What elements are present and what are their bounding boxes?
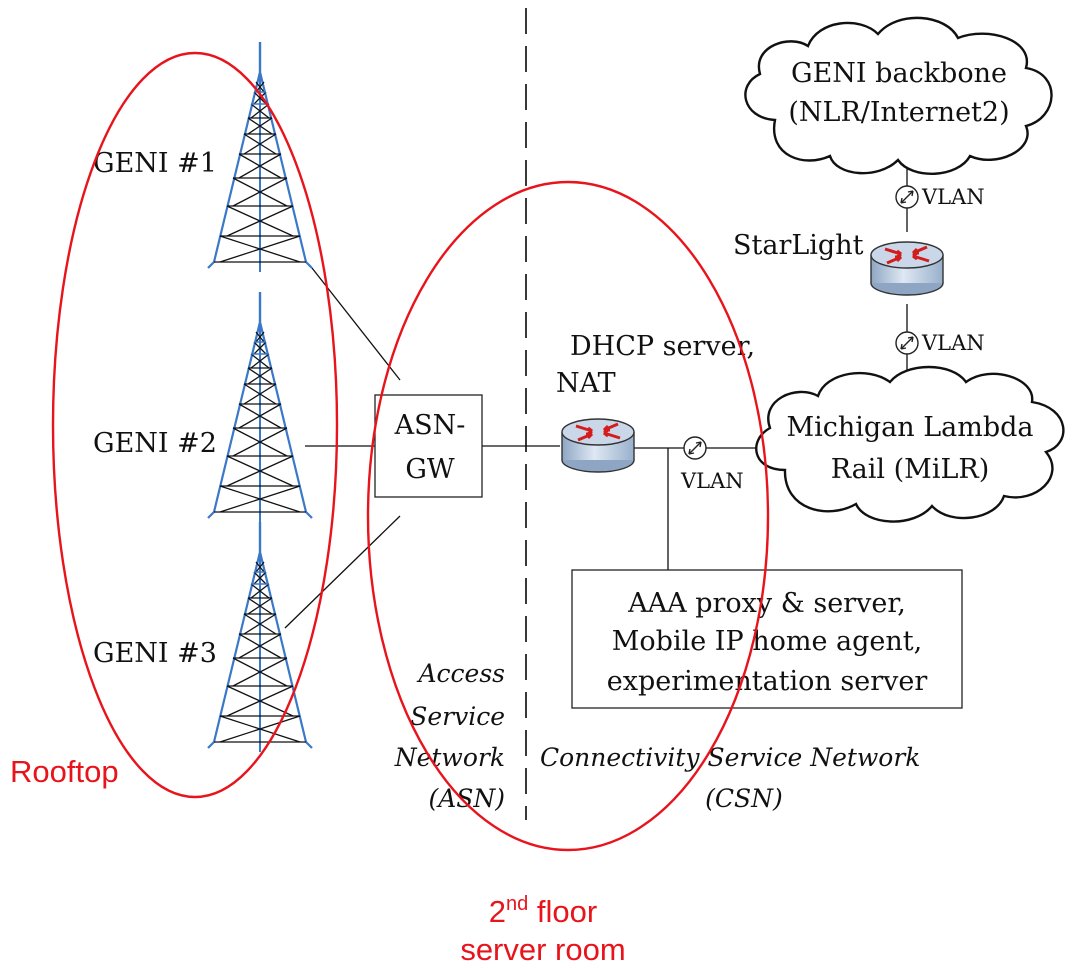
tower-icon	[206, 520, 314, 754]
vlan-top-label: VLAN	[921, 185, 985, 209]
vlan-bottom-label: VLAN	[680, 469, 744, 493]
asn-gw-label-line2: GW	[405, 454, 455, 485]
rooftop-label: Rooftop	[10, 754, 119, 789]
vlan-bottom-icon	[683, 436, 707, 460]
tower-geni-3	[206, 520, 314, 754]
geni-backbone-line2: (NLR/Internet2)	[788, 97, 1009, 128]
asn-gw-box	[374, 394, 483, 498]
aaa-server-box	[571, 569, 963, 709]
vlan-middle-label: VLAN	[921, 331, 985, 355]
milr-line2: Rail (MiLR)	[831, 454, 990, 485]
starlight-router	[869, 240, 945, 297]
router-icon	[560, 417, 636, 474]
router-icon	[869, 240, 945, 297]
nat-router-label-line2: NAT	[556, 368, 616, 399]
nat-router-label-line1: DHCP server,	[570, 331, 755, 362]
tower-geni-1	[206, 40, 314, 274]
tower-label-1: GENI #1	[93, 148, 217, 179]
server-room-floor-word: floor	[528, 894, 597, 929]
aaa-line3: experimentation server	[607, 666, 928, 697]
asn-region-line1: Access	[416, 659, 505, 688]
aaa-line1: AAA proxy & server,	[627, 588, 906, 619]
milr-line1: Michigan Lambda	[786, 412, 1033, 443]
rooftop-ellipse	[51, 51, 339, 799]
asn-region-line4: (ASN)	[428, 784, 505, 813]
nat-router	[560, 417, 636, 474]
server-room-ellipse	[366, 180, 770, 852]
tower-label-2: GENI #2	[93, 428, 217, 459]
server-room-label-line1: 2nd floor	[489, 893, 597, 929]
asn-region-line2: Service	[410, 702, 505, 731]
milr-cloud	[755, 365, 1065, 523]
aaa-line2: Mobile IP home agent,	[612, 626, 922, 657]
server-room-floor-superscript: nd	[506, 893, 528, 915]
csn-region-line2: (CSN)	[705, 784, 783, 813]
server-room-floor-number: 2	[489, 894, 506, 929]
tower-label-3: GENI #3	[93, 638, 217, 669]
vlan-middle-icon	[895, 331, 919, 355]
starlight-label: StarLight	[733, 230, 864, 261]
tower-icon	[206, 290, 314, 524]
asn-region-line3: Network	[394, 743, 505, 772]
geni-backbone-cloud	[744, 16, 1053, 175]
server-room-label-line2: server room	[460, 932, 625, 967]
geni-backbone-line1: GENI backbone	[791, 58, 1007, 89]
tower-geni-2	[206, 290, 314, 524]
csn-region-line1: Connectivity Service Network	[540, 743, 920, 772]
tower-icon	[206, 40, 314, 274]
asn-gw-label-line1: ASN-	[394, 410, 466, 441]
vlan-top-icon	[895, 185, 919, 209]
